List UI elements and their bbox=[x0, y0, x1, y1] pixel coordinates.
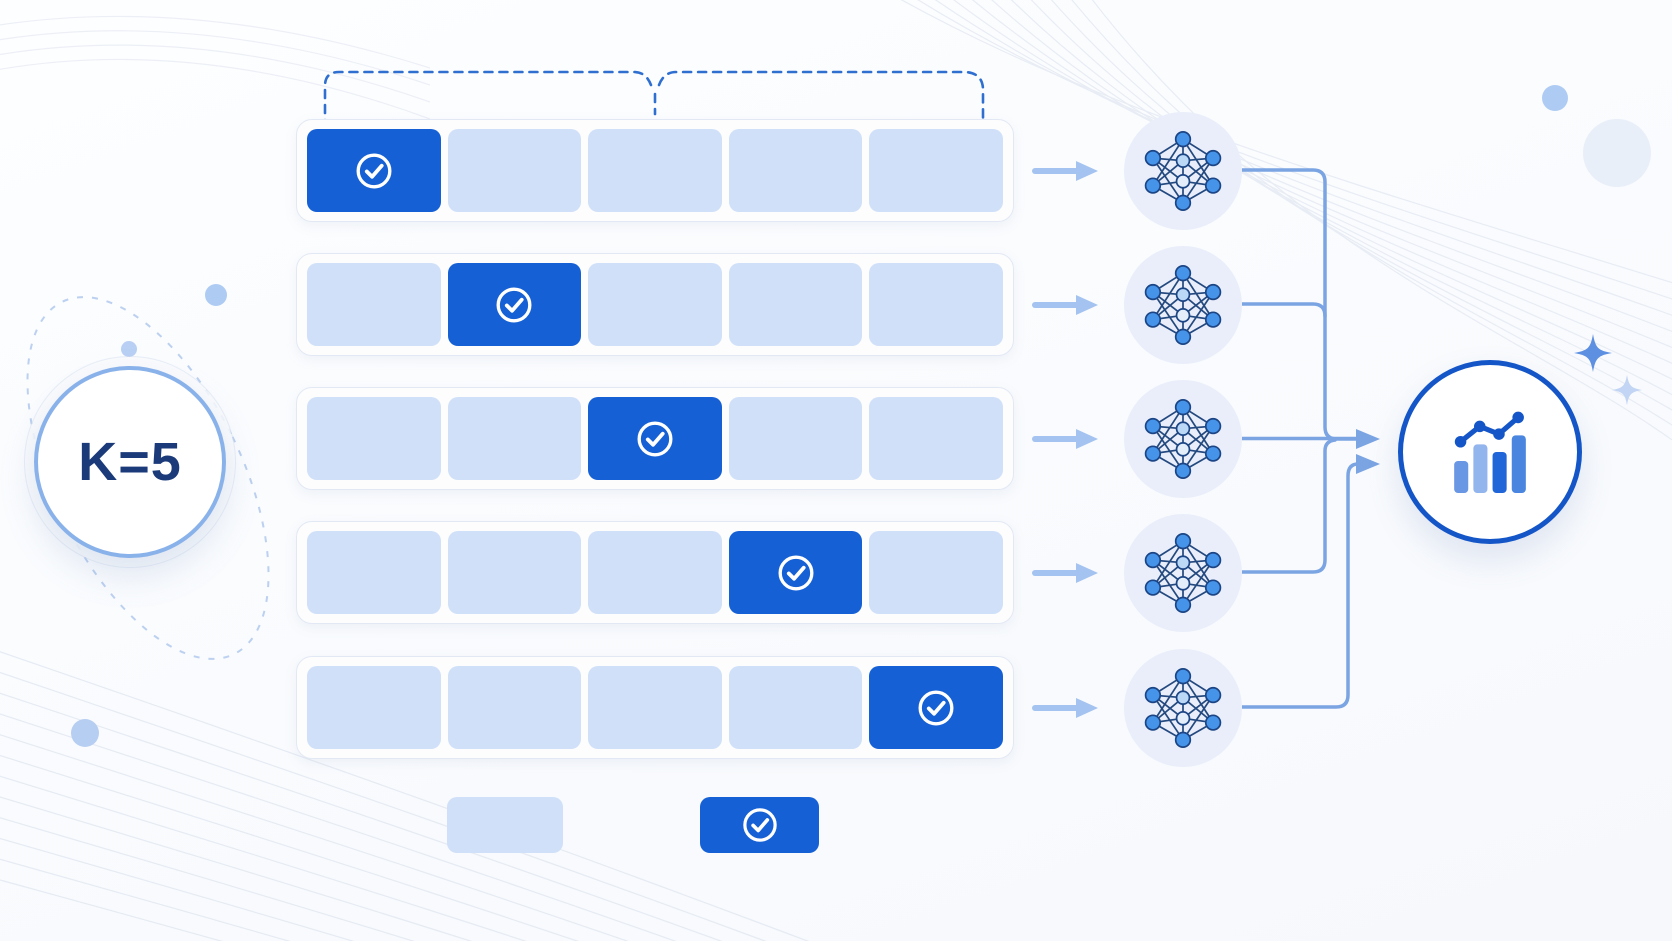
train-cell bbox=[307, 531, 441, 614]
validation-cell bbox=[869, 666, 1003, 749]
wave-line bbox=[0, 858, 291, 941]
neural-network-icon bbox=[1124, 245, 1242, 364]
k-value-badge: K=5 bbox=[34, 366, 226, 558]
accent-blob-top-right bbox=[1583, 119, 1651, 187]
evaluation-result-badge bbox=[1398, 360, 1582, 544]
wave-line bbox=[0, 651, 810, 941]
wave-line bbox=[1050, 0, 1672, 411]
validation-cell bbox=[447, 263, 582, 346]
flow-arrow-icon bbox=[1032, 294, 1098, 315]
check-circle-icon bbox=[778, 555, 814, 590]
check-circle-icon bbox=[742, 808, 777, 842]
wave-line bbox=[0, 837, 355, 941]
validation-cell bbox=[588, 397, 722, 480]
fold-split-bracket bbox=[323, 70, 985, 130]
train-cell bbox=[588, 129, 722, 212]
wave-line bbox=[0, 775, 527, 941]
train-cell bbox=[728, 397, 863, 480]
wave-line bbox=[991, 0, 1672, 364]
wave-line bbox=[0, 58, 431, 120]
train-cell bbox=[728, 129, 863, 212]
fold-row bbox=[296, 387, 1014, 490]
train-cell bbox=[869, 531, 1003, 614]
wave-line bbox=[0, 734, 629, 941]
train-cell bbox=[869, 129, 1003, 212]
aggregation-connectors bbox=[1242, 168, 1380, 709]
fold-row bbox=[296, 656, 1014, 759]
fold-row bbox=[296, 119, 1014, 222]
check-circle-icon bbox=[356, 153, 392, 188]
legend-validation-swatch bbox=[700, 797, 819, 853]
sparkle-icon bbox=[1574, 334, 1612, 372]
wave-line bbox=[0, 44, 431, 103]
train-cell bbox=[307, 263, 441, 346]
train-cell bbox=[869, 263, 1003, 346]
fold-row bbox=[296, 521, 1014, 624]
accent-dot-top-right bbox=[1542, 85, 1568, 111]
train-cell bbox=[588, 263, 722, 346]
train-cell bbox=[728, 666, 863, 749]
merge-arrowhead-icon bbox=[1356, 454, 1380, 474]
neural-network-icon bbox=[1124, 648, 1242, 767]
wave-line bbox=[917, 0, 1672, 300]
check-circle-icon bbox=[637, 421, 673, 456]
wave-line bbox=[953, 0, 1672, 332]
neural-network-icon bbox=[1124, 513, 1242, 632]
wave-line bbox=[1030, 0, 1672, 396]
wave-lines-top-right bbox=[900, 0, 1672, 441]
wave-line bbox=[1091, 0, 1672, 441]
train-cell bbox=[588, 531, 722, 614]
train-cell bbox=[447, 129, 582, 212]
merge-arrowhead-icon bbox=[1356, 429, 1380, 449]
wave-lines-bottom-left bbox=[0, 651, 810, 941]
wave-line bbox=[0, 879, 224, 941]
train-cell bbox=[447, 531, 582, 614]
check-circle-icon bbox=[918, 690, 954, 725]
bar-chart-icon bbox=[1454, 411, 1526, 493]
check-circle-icon bbox=[496, 287, 532, 322]
validation-cell bbox=[728, 531, 863, 614]
train-cell bbox=[728, 263, 863, 346]
wave-line bbox=[0, 817, 415, 941]
train-cell bbox=[869, 397, 1003, 480]
neural-network-icon bbox=[1124, 379, 1242, 498]
train-cell bbox=[447, 666, 582, 749]
wave-line bbox=[1010, 0, 1672, 380]
validation-cell bbox=[307, 129, 441, 212]
wave-line bbox=[0, 713, 677, 941]
neural-network-icon bbox=[1124, 111, 1242, 230]
train-cell bbox=[588, 666, 722, 749]
wave-line bbox=[0, 15, 431, 69]
orbit-dot bbox=[121, 341, 137, 357]
legend-train-swatch bbox=[447, 797, 563, 853]
flow-arrow-icon bbox=[1032, 697, 1098, 718]
train-cell bbox=[307, 397, 441, 480]
accent-dot-bottom-left bbox=[71, 719, 99, 747]
wave-line bbox=[0, 30, 431, 86]
k-value-label: K=5 bbox=[78, 432, 182, 492]
wave-line bbox=[971, 0, 1672, 349]
fold-row bbox=[296, 253, 1014, 356]
wave-lines-top-left bbox=[0, 15, 431, 120]
wave-line bbox=[0, 671, 767, 941]
flow-arrow-icon bbox=[1032, 428, 1098, 449]
wave-line bbox=[0, 754, 580, 941]
flow-arrow-icon bbox=[1032, 160, 1098, 181]
wave-line bbox=[1071, 0, 1672, 426]
flow-arrow-icon bbox=[1032, 562, 1098, 583]
train-cell bbox=[447, 397, 582, 480]
wave-line bbox=[0, 692, 723, 941]
train-cell bbox=[307, 666, 441, 749]
wave-line bbox=[0, 796, 473, 941]
sparkle-icon bbox=[1611, 374, 1643, 406]
orbit-dot bbox=[205, 284, 227, 306]
